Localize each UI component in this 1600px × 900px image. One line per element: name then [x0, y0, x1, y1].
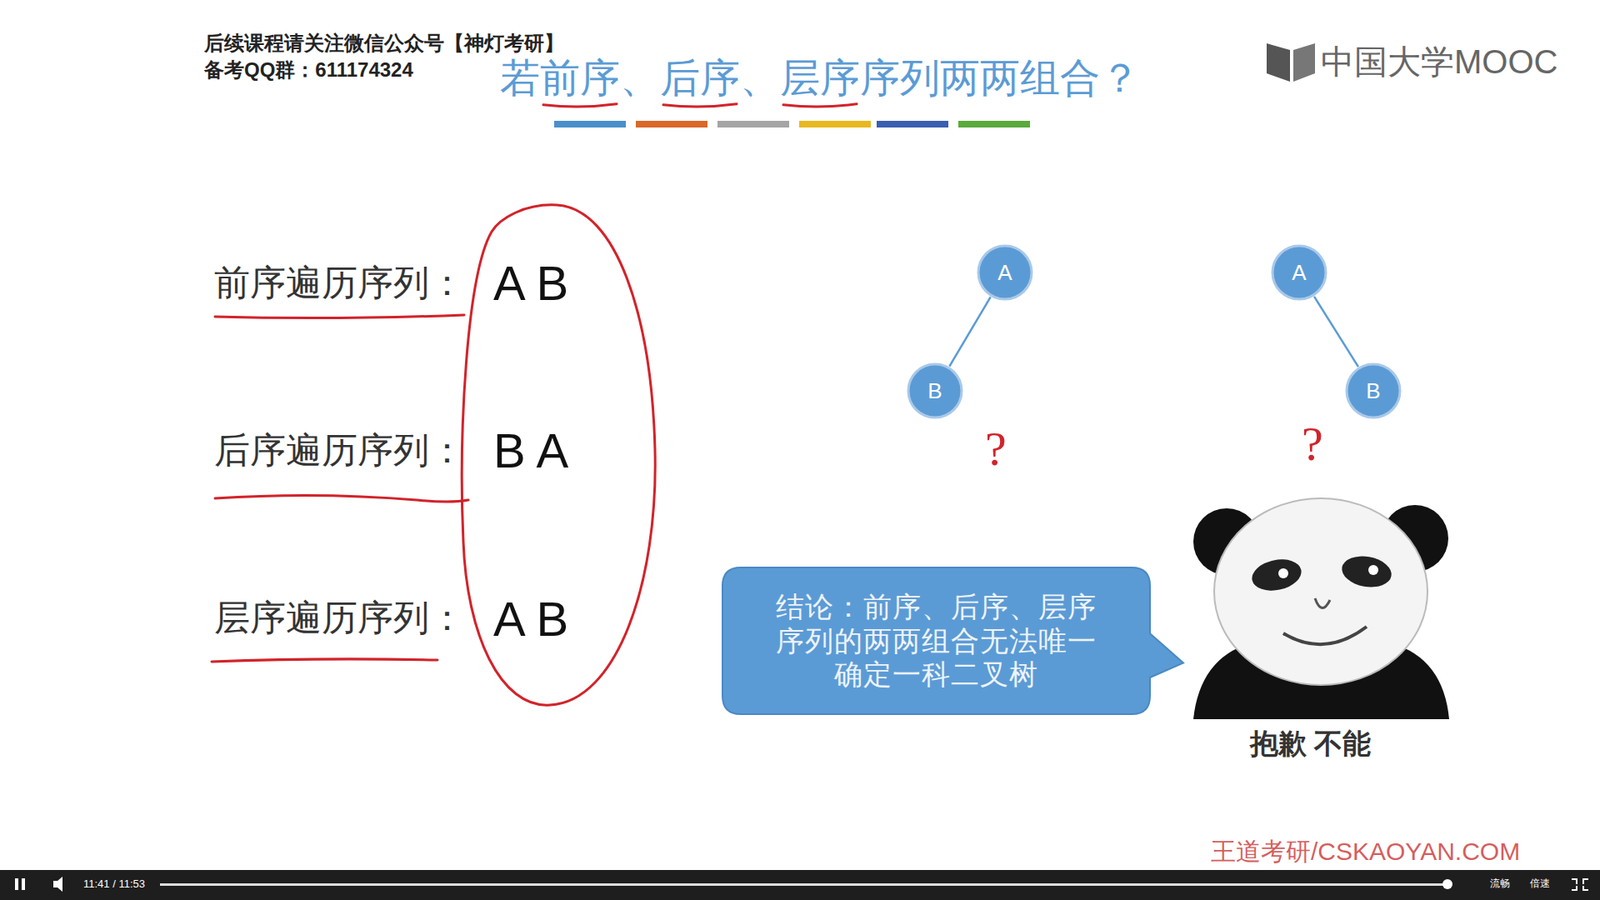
panda-nose [1315, 598, 1330, 609]
row-label: 后序遍历序列： [214, 429, 465, 473]
bar-segment [799, 120, 871, 128]
panda-eye [1278, 568, 1289, 579]
conclusion-callout: 结论：前序、后序、层序序列的两两组合无法唯一确定一科二叉树 [722, 567, 1150, 715]
title-underlines [543, 104, 857, 107]
logo-shape [1266, 43, 1290, 82]
circle-outline [1346, 364, 1400, 418]
progress-knob [1442, 879, 1453, 890]
callout-text: 结论：前序、后序、层序序列的两两组合无法唯一确定一科二叉树 [769, 590, 1104, 692]
underline [783, 104, 857, 107]
panda-eye-patch [1249, 555, 1305, 595]
bar-segment [958, 120, 1030, 128]
tree-node: B [906, 362, 964, 420]
pause-icon [21, 878, 25, 890]
bar-segment [635, 120, 708, 128]
bar-segment [554, 120, 626, 128]
panda-eye-patch [1339, 552, 1394, 591]
underline [215, 495, 469, 502]
panda-face [1214, 498, 1428, 685]
circle-outline [1272, 245, 1326, 300]
tree-node: A [976, 244, 1034, 301]
panda-meme [1191, 498, 1450, 720]
circle-outline [908, 364, 962, 418]
node-letter: B [1365, 380, 1380, 402]
tree-edge [949, 296, 990, 366]
color-bar [554, 120, 1030, 128]
annotation [211, 205, 655, 705]
underline [215, 315, 465, 319]
panda-mouth [1283, 626, 1367, 645]
question-mark: ? [1301, 415, 1324, 474]
callout-outline [722, 567, 1184, 715]
progress-line [160, 883, 1448, 886]
logo-icon [1266, 43, 1315, 82]
watermark-note: 后续课程请关注微信公众号【神灯考研】 [204, 31, 565, 56]
time-display: 11:41 / 11:53 [83, 877, 145, 891]
speed-button: 倍速 [1530, 877, 1550, 890]
fullscreen-icon [1571, 879, 1589, 890]
tree-node: B [1345, 362, 1402, 420]
pause-icon [15, 878, 19, 890]
video-controls [0, 870, 1600, 900]
quality-button: 流畅 [1490, 877, 1510, 890]
bar-segment [717, 120, 790, 128]
slide-title: 若前序、后序、层序序列两两组合？ [500, 56, 1140, 101]
sequence-value: A B [493, 254, 569, 313]
sequence-value: B A [493, 421, 569, 480]
meme-caption: 抱歉 不能 [1250, 726, 1371, 761]
watermark-note: 备考QQ群：611174324 [204, 58, 414, 83]
underline [663, 104, 737, 107]
tree-node: A [1270, 244, 1328, 301]
underline [211, 659, 438, 662]
node-letter: A [1291, 261, 1306, 284]
sequence-value: A B [493, 590, 569, 649]
watermark: 王道考研/CSKAOYAN.COM [1210, 836, 1520, 867]
underline [543, 104, 617, 107]
panda-eye [1368, 565, 1379, 575]
row-label: 层序遍历序列： [214, 596, 465, 640]
control-bar [0, 870, 1600, 900]
question-mark: ? [985, 420, 1007, 479]
logo-text: 中国大学MOOC [1320, 41, 1558, 82]
circle-outline [978, 245, 1032, 300]
node-letter: B [927, 380, 942, 402]
node-letter: A [997, 261, 1012, 284]
logo-shape [1293, 43, 1315, 82]
volume-icon [53, 876, 63, 892]
row-label: 前序遍历序列： [214, 261, 465, 305]
ellipse-mark [461, 205, 655, 705]
bar-segment [876, 120, 949, 128]
tree-edge [1314, 296, 1359, 367]
